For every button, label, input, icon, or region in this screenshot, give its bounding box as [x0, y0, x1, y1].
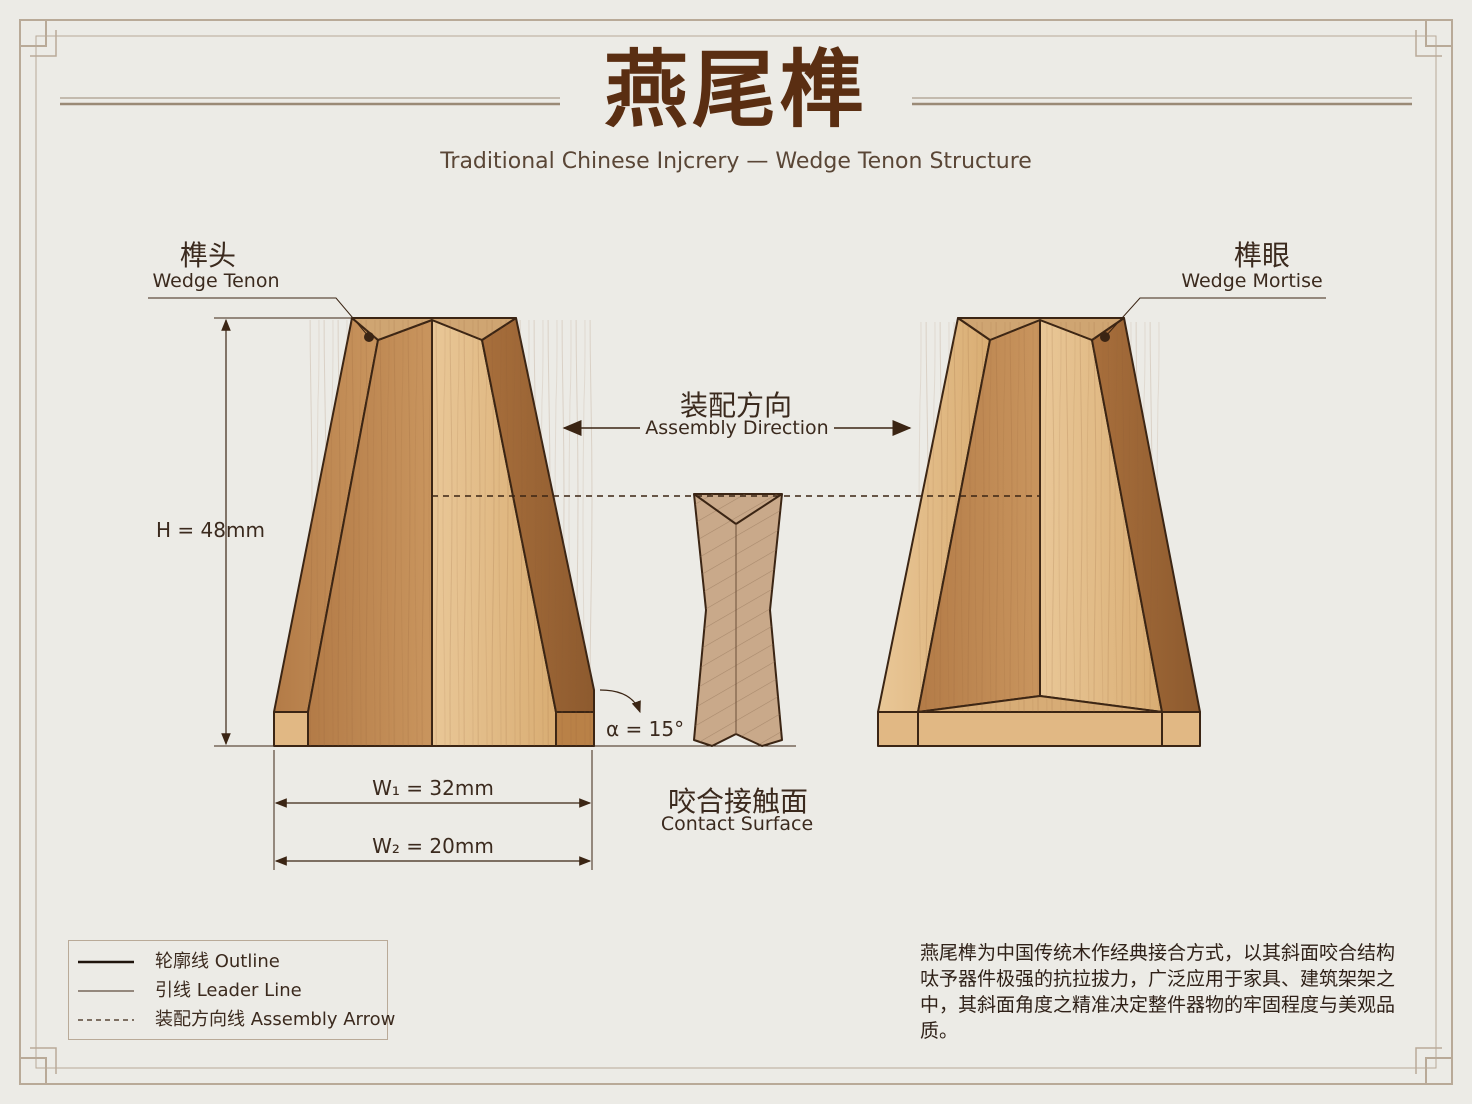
page-subtitle: Traditional Chinese Injcrery — Wedge Ten…	[440, 149, 1032, 174]
legend-text-assembly: 装配方向线 Assembly Arrow	[155, 1009, 396, 1030]
legend-box: 轮廓线 Outline 引线 Leader Line 装配方向线 Assembl…	[68, 940, 395, 1040]
assembly-label-zh: 装配方向	[679, 389, 793, 422]
tenon-leader-line	[148, 297, 370, 338]
corner-ornament-top-left	[20, 20, 57, 57]
assembly-label-en: Assembly Direction	[645, 417, 829, 439]
legend-item-leader: 引线 Leader Line	[79, 979, 379, 1003]
angle-arc	[599, 689, 641, 714]
description-text: 燕尾榫为中国传统木作经典接合方式，以其斜面咬合结构呔予器件极强的抗拉拔力，广泛应…	[920, 942, 1396, 1042]
tenon-label-zh: 榫头	[179, 239, 237, 272]
wedge-tenon-block	[273, 317, 595, 747]
page-title: 燕尾榫	[603, 40, 868, 139]
decorative-frame	[19, 19, 1453, 1085]
corner-ornament-bottom-right	[1415, 1047, 1452, 1084]
tenon-foot-left	[273, 711, 309, 747]
legend-text-leader: 引线 Leader Line	[155, 980, 302, 1001]
height-dimension-label: H = 48mm	[156, 518, 265, 542]
mortise-label-zh: 榫眼	[1233, 239, 1291, 272]
w2-dimension-label: W₂ = 20mm	[372, 834, 494, 858]
mortise-leader-line	[1104, 297, 1326, 338]
w1-dimension-label: W₁ = 32mm	[372, 776, 494, 800]
legend-text-outline: 轮廓线 Outline	[155, 951, 280, 972]
contact-surface-section	[693, 493, 783, 747]
mortise-base-plate	[877, 711, 1201, 747]
contact-label-en: Contact Surface	[660, 813, 814, 835]
legend-item-assembly: 装配方向线 Assembly Arrow	[79, 1008, 395, 1032]
corner-ornament-bottom-left	[20, 1047, 57, 1084]
angle-dimension-label: α = 15°	[606, 717, 685, 741]
corner-ornament-top-right	[1415, 20, 1452, 57]
wedge-mortise-block	[877, 317, 1201, 747]
mortise-label-en: Wedge Mortise	[1181, 270, 1323, 292]
legend-item-outline: 轮廓线 Outline	[79, 950, 379, 974]
contact-label-zh: 咬合接触面	[667, 785, 809, 818]
width-dimensions	[273, 745, 796, 870]
height-dimension	[214, 317, 352, 747]
title-rule-left	[60, 97, 560, 106]
title-rule-right	[912, 97, 1412, 106]
tenon-label-en: Wedge Tenon	[152, 270, 280, 292]
